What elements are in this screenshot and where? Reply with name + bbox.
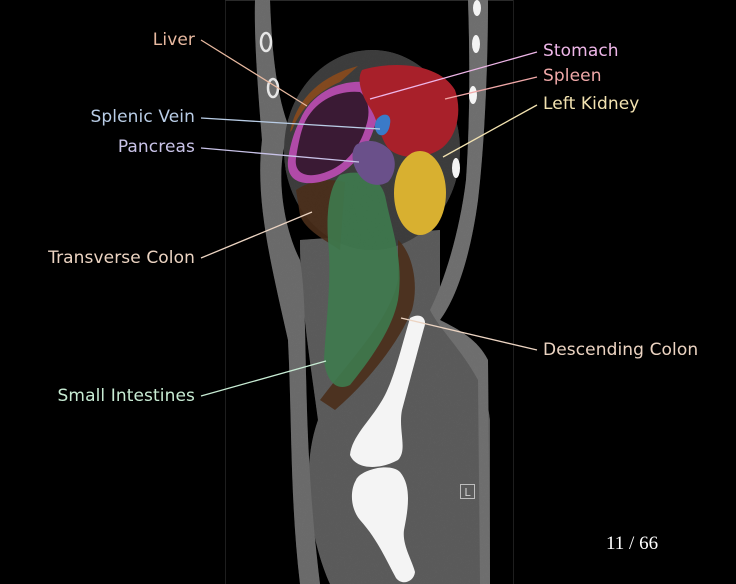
leader-small-intestines <box>200 360 327 397</box>
segment-splenic-vein <box>375 114 391 136</box>
segmentation-overlay <box>287 64 459 410</box>
label-left-kidney: Left Kidney <box>543 94 640 114</box>
rib <box>469 86 477 104</box>
rib <box>473 0 481 16</box>
slice-counter: 11 / 66 <box>606 533 659 554</box>
femoral-head <box>351 467 415 583</box>
segment-left-kidney <box>394 151 446 235</box>
annotation-leaders <box>200 39 538 397</box>
leader-splenic-vein <box>200 117 381 130</box>
leader-liver <box>200 39 308 107</box>
label-small-intestines: Small Intestines <box>57 386 195 406</box>
label-liver: Liver <box>152 30 195 50</box>
iliac-bone <box>350 315 426 467</box>
segment-pancreas <box>352 140 395 185</box>
rib <box>452 158 460 178</box>
label-splenic-vein: Splenic Vein <box>90 107 195 127</box>
label-transverse-colon: Transverse Colon <box>48 248 195 268</box>
label-pancreas: Pancreas <box>117 137 195 157</box>
leader-transverse-colon <box>200 211 313 259</box>
segment-stomach-lumen <box>295 91 369 176</box>
leader-pancreas <box>200 147 360 163</box>
orientation-marker: L <box>460 484 475 499</box>
label-stomach: Stomach <box>543 41 619 61</box>
leader-left-kidney <box>442 104 538 158</box>
body-wall-left <box>254 0 320 584</box>
leader-descending-colon <box>400 317 538 351</box>
rib <box>259 31 273 53</box>
leader-spleen <box>444 76 538 100</box>
rib <box>472 35 480 53</box>
label-spleen: Spleen <box>543 66 602 86</box>
pelvis-bones <box>350 315 426 583</box>
segment-colon-descending <box>320 240 415 410</box>
label-descending-colon: Descending Colon <box>543 340 699 360</box>
leader-stomach <box>369 51 538 100</box>
segment-small-intestines <box>324 172 400 388</box>
body-wall-right <box>430 0 490 584</box>
